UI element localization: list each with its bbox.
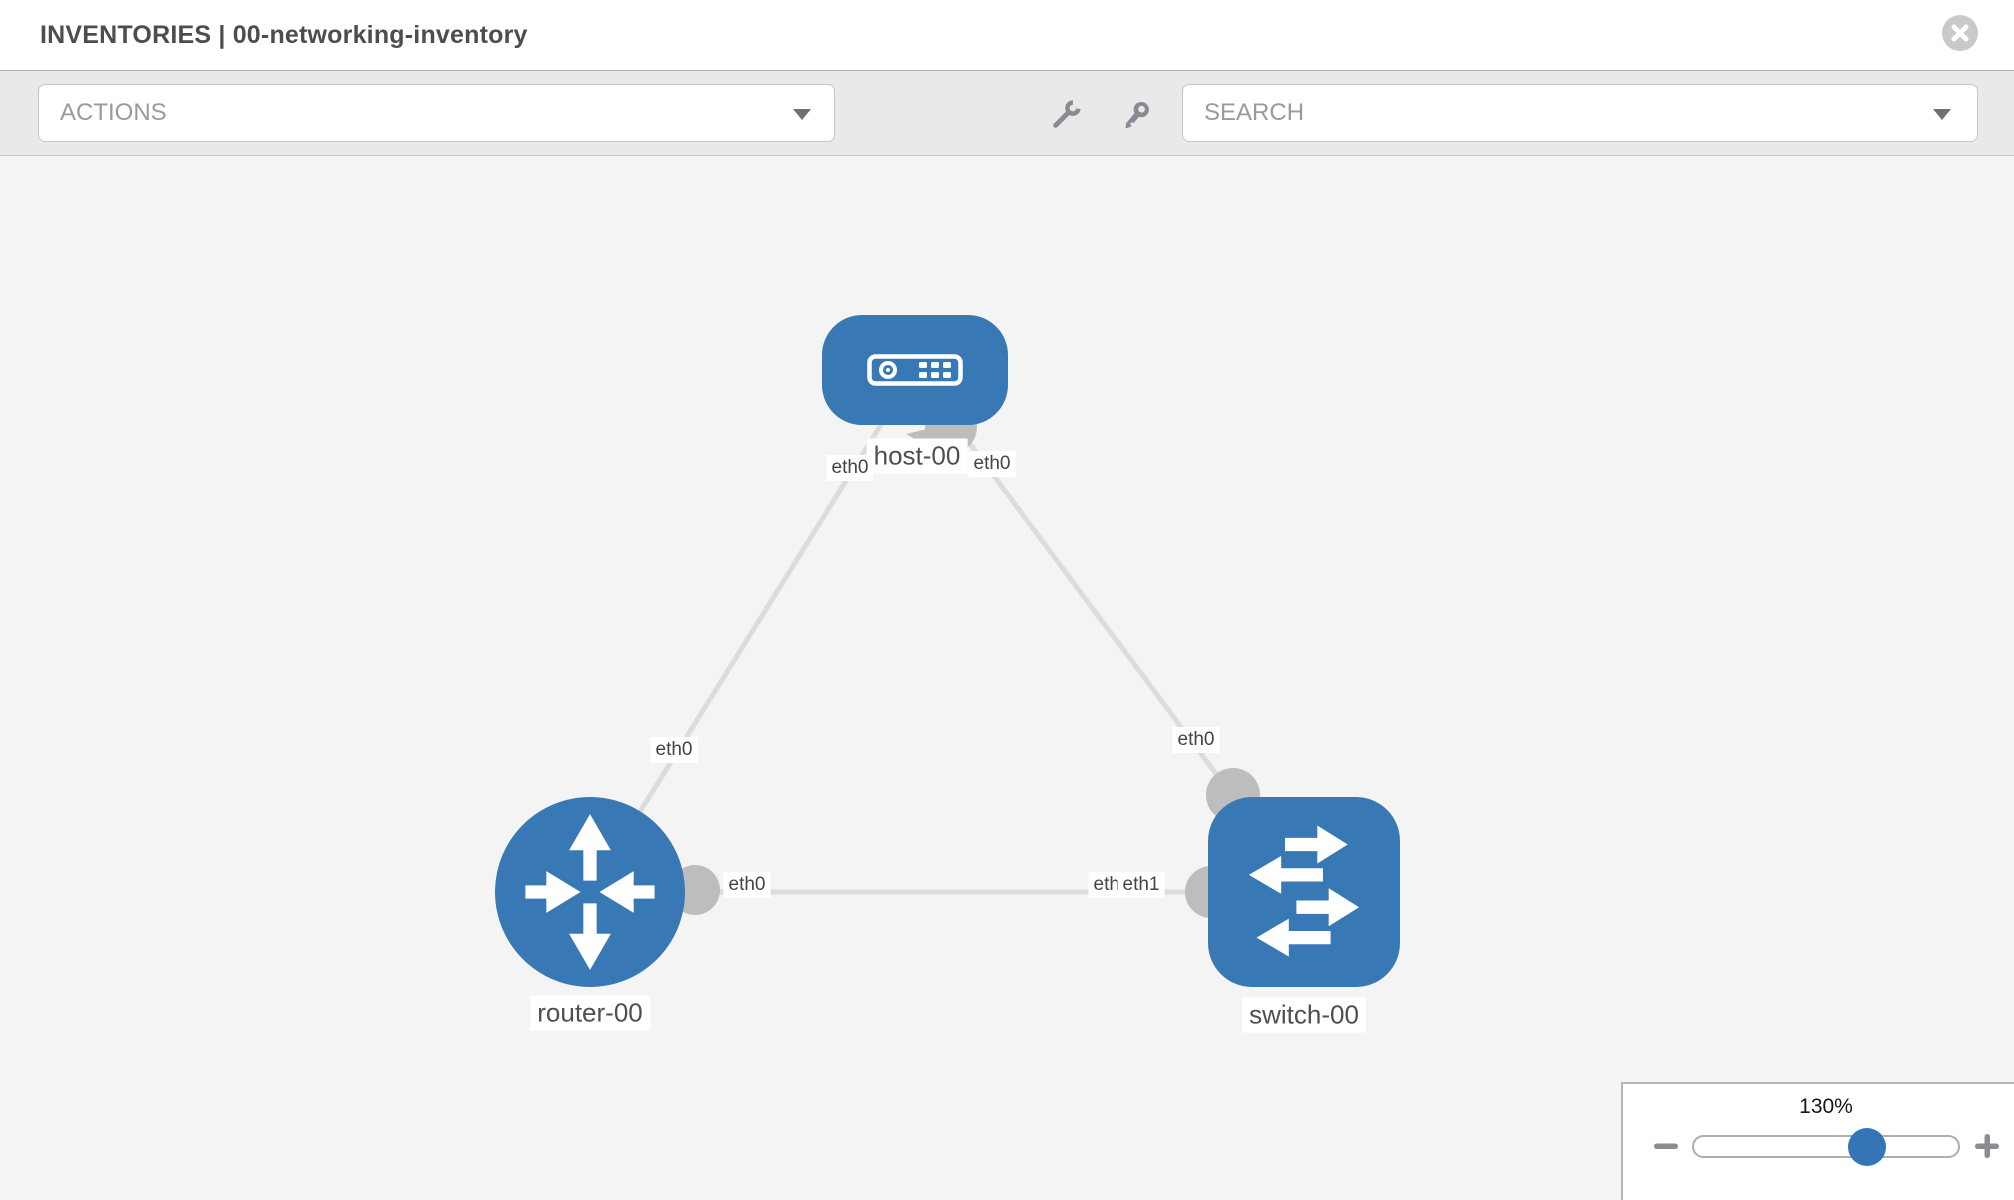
- zoom-level-value: 130%: [1799, 1095, 1853, 1118]
- toolbar: ACTIONS SEARCH: [0, 70, 2014, 156]
- actions-dropdown[interactable]: ACTIONS: [38, 84, 835, 142]
- port-label-switch-eth1: eth1: [1117, 872, 1165, 898]
- zoom-slider-track[interactable]: [1692, 1128, 1960, 1166]
- node-label-host: host-00: [866, 438, 968, 474]
- port-label-router-uplink: eth0: [650, 737, 698, 763]
- search-input[interactable]: SEARCH: [1182, 84, 1978, 142]
- actions-dropdown-label: ACTIONS: [60, 99, 167, 126]
- header: INVENTORIES | 00-networking-inventory: [0, 0, 2014, 70]
- plus-icon: [1974, 1134, 2000, 1163]
- key-icon[interactable]: [1115, 97, 1155, 137]
- node-label-switch: switch-00: [1242, 997, 1366, 1033]
- minus-icon: [1653, 1143, 1679, 1163]
- caret-down-icon: [793, 109, 811, 120]
- port-label-router-eth0: eth0: [723, 872, 771, 898]
- zoom-in-button[interactable]: [1974, 1133, 2000, 1159]
- link-endpoint-circles: [670, 401, 1260, 918]
- topology-links-layer: [587, 368, 1307, 918]
- caret-down-icon: [1933, 109, 1951, 120]
- zoom-out-button[interactable]: [1653, 1133, 1679, 1159]
- wrench-icon[interactable]: [1045, 96, 1085, 136]
- search-placeholder: SEARCH: [1204, 99, 1305, 126]
- zoom-slider-handle[interactable]: [1848, 1128, 1886, 1166]
- page-title: INVENTORIES | 00-networking-inventory: [40, 21, 528, 49]
- node-switch-00[interactable]: [1208, 797, 1400, 987]
- topology-canvas[interactable]: host-00 router-00 switch-00 eth0 eth0 et…: [0, 156, 2014, 1200]
- port-label-switch-uplink: eth0: [1172, 727, 1220, 753]
- zoom-control-panel: 130%: [1621, 1082, 2014, 1200]
- port-label-host-right: eth0: [968, 451, 1016, 477]
- node-label-router: router-00: [530, 995, 650, 1031]
- port-label-host-left: eth0: [826, 455, 874, 481]
- node-router-00[interactable]: [495, 797, 685, 987]
- node-host-00[interactable]: [822, 315, 1008, 425]
- close-button[interactable]: [1942, 15, 1978, 51]
